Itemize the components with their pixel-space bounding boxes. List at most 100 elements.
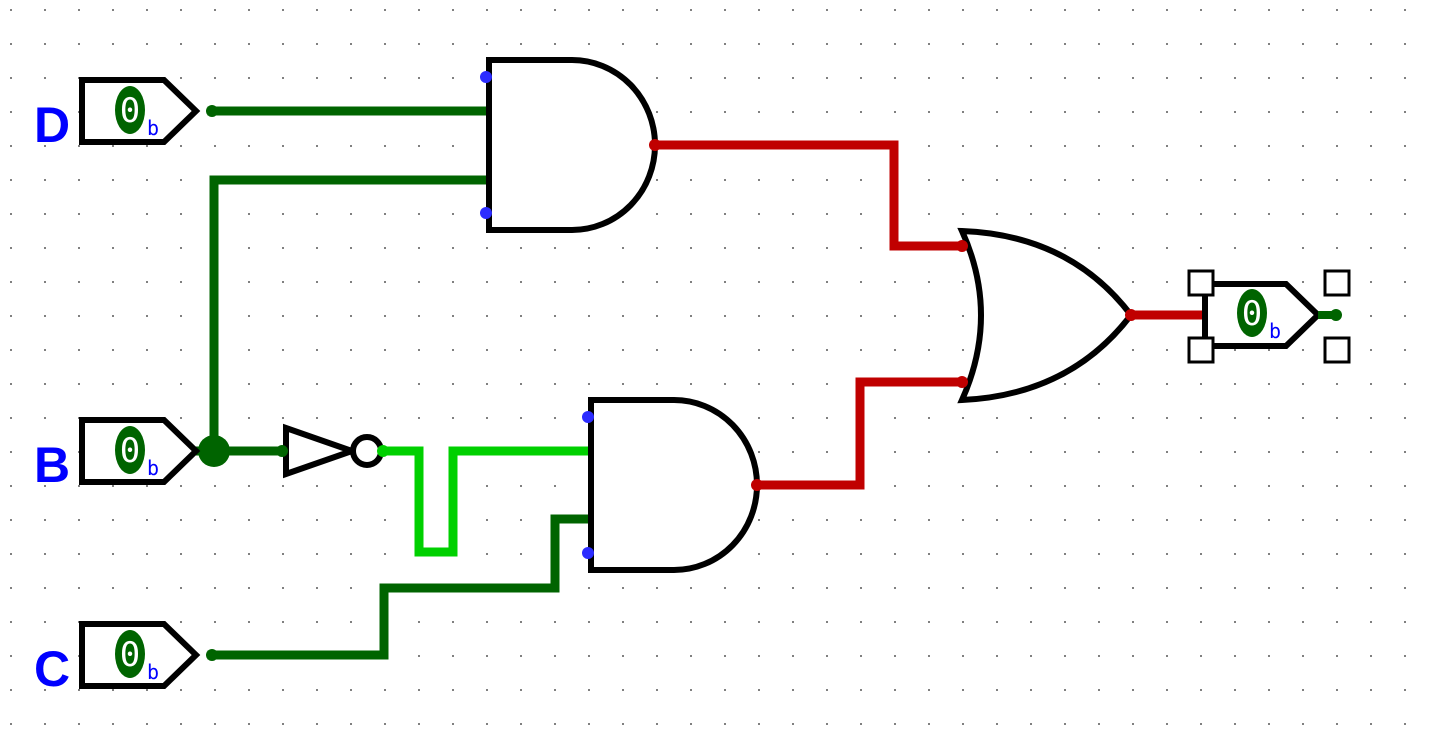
grid-dot bbox=[826, 9, 828, 11]
grid-dot bbox=[44, 519, 46, 521]
grid-dot bbox=[826, 723, 828, 725]
and-gate-1-output-pin[interactable] bbox=[649, 139, 661, 151]
grid-dot bbox=[588, 247, 590, 249]
input-b[interactable]: B 0 b bbox=[34, 417, 201, 493]
grid-dot bbox=[1404, 9, 1406, 11]
grid-dot bbox=[1200, 383, 1202, 385]
grid-dot bbox=[248, 145, 250, 147]
and-gate-1-unconnected-pin-bottom[interactable] bbox=[480, 207, 492, 219]
or-gate-output-pin[interactable] bbox=[1125, 309, 1137, 321]
grid-dot bbox=[928, 281, 930, 283]
grid-dot bbox=[1166, 519, 1168, 521]
grid-dot bbox=[1064, 519, 1066, 521]
grid-dot bbox=[418, 43, 420, 45]
selection-handle-bottom-right[interactable] bbox=[1323, 336, 1351, 364]
selection-handle-bottom-left[interactable] bbox=[1187, 336, 1215, 364]
grid-dot bbox=[44, 9, 46, 11]
input-c[interactable]: C 0 b bbox=[34, 621, 218, 697]
wire-and2-to-or[interactable] bbox=[752, 377, 967, 490]
grid-dot bbox=[486, 247, 488, 249]
grid-dot bbox=[962, 349, 964, 351]
input-d-value-indicator[interactable] bbox=[115, 86, 145, 134]
grid-dot bbox=[384, 383, 386, 385]
grid-dot bbox=[724, 213, 726, 215]
or-gate-input-pin-top[interactable] bbox=[956, 240, 968, 252]
grid-dot bbox=[520, 417, 522, 419]
grid-dot bbox=[350, 43, 352, 45]
and-gate-1-unconnected-pin-top[interactable] bbox=[480, 71, 492, 83]
selection-handle-top-right[interactable] bbox=[1323, 269, 1351, 297]
input-c-output-pin[interactable] bbox=[206, 649, 218, 661]
grid-dot bbox=[112, 519, 114, 521]
input-b-value-indicator[interactable] bbox=[115, 426, 145, 474]
grid-dot bbox=[826, 77, 828, 79]
grid-dot bbox=[1268, 43, 1270, 45]
grid-dot bbox=[656, 315, 658, 317]
grid-dot bbox=[1030, 9, 1032, 11]
grid-dot bbox=[1030, 145, 1032, 147]
grid-dot bbox=[1336, 9, 1338, 11]
wire-b-to-and1[interactable] bbox=[209, 175, 492, 456]
grid-dot bbox=[894, 349, 896, 351]
grid-dot bbox=[350, 587, 352, 589]
or-gate[interactable] bbox=[956, 227, 1137, 404]
grid-dot bbox=[180, 723, 182, 725]
grid-dot bbox=[146, 213, 148, 215]
grid-dot bbox=[248, 213, 250, 215]
grid-dot bbox=[1234, 77, 1236, 79]
grid-dot bbox=[248, 77, 250, 79]
grid-dot bbox=[1200, 43, 1202, 45]
grid-dot bbox=[1268, 451, 1270, 453]
grid-dot bbox=[1200, 179, 1202, 181]
grid-dot bbox=[554, 621, 556, 623]
not-gate-input-pin[interactable] bbox=[276, 445, 288, 457]
grid-dot bbox=[282, 383, 284, 385]
grid-dot bbox=[384, 315, 386, 317]
grid-dot bbox=[554, 281, 556, 283]
wire-not-to-and2[interactable] bbox=[378, 446, 594, 557]
input-c-value-indicator[interactable] bbox=[115, 630, 145, 678]
grid-dot bbox=[1064, 179, 1066, 181]
grid-dot bbox=[452, 689, 454, 691]
or-gate-input-pin-bottom[interactable] bbox=[956, 376, 968, 388]
and-gate-1[interactable] bbox=[480, 57, 661, 233]
grid-dot bbox=[316, 519, 318, 521]
grid-dot bbox=[520, 315, 522, 317]
selection-handle-top-left[interactable] bbox=[1187, 269, 1215, 297]
output-probe[interactable]: 0 b bbox=[1187, 269, 1351, 364]
grid-dot bbox=[282, 417, 284, 419]
not-gate[interactable] bbox=[276, 423, 389, 479]
grid-dot bbox=[282, 519, 284, 521]
grid-dot bbox=[758, 315, 760, 317]
grid-dot bbox=[486, 9, 488, 11]
grid-dot bbox=[1200, 213, 1202, 215]
grid-dot bbox=[860, 519, 862, 521]
grid-dot bbox=[1404, 111, 1406, 113]
grid-dot bbox=[690, 689, 692, 691]
grid-dot bbox=[350, 621, 352, 623]
grid-dot bbox=[452, 417, 454, 419]
wire-and1-to-or[interactable] bbox=[650, 140, 967, 251]
grid-dot bbox=[180, 587, 182, 589]
grid-dot bbox=[1064, 655, 1066, 657]
grid-dot bbox=[1166, 451, 1168, 453]
grid-dot bbox=[928, 655, 930, 657]
grid-dot bbox=[1098, 213, 1100, 215]
not-gate-output-pin[interactable] bbox=[377, 445, 389, 457]
grid-dot bbox=[1370, 111, 1372, 113]
and-gate-2[interactable] bbox=[582, 397, 763, 573]
and-gate-2-unconnected-pin-top[interactable] bbox=[582, 411, 594, 423]
wire-c-to-and2[interactable] bbox=[207, 514, 594, 660]
grid-dot bbox=[1336, 417, 1338, 419]
and-gate-2-output-pin[interactable] bbox=[751, 479, 763, 491]
grid-dot bbox=[180, 77, 182, 79]
grid-dot bbox=[1370, 383, 1372, 385]
grid-dot bbox=[1132, 723, 1134, 725]
and-gate-2-unconnected-pin-bottom[interactable] bbox=[582, 547, 594, 559]
input-d[interactable]: D 0 b bbox=[34, 77, 218, 153]
grid-dot bbox=[1234, 689, 1236, 691]
grid-dot bbox=[1132, 43, 1134, 45]
input-d-output-pin[interactable] bbox=[206, 105, 218, 117]
grid-dot bbox=[1370, 43, 1372, 45]
